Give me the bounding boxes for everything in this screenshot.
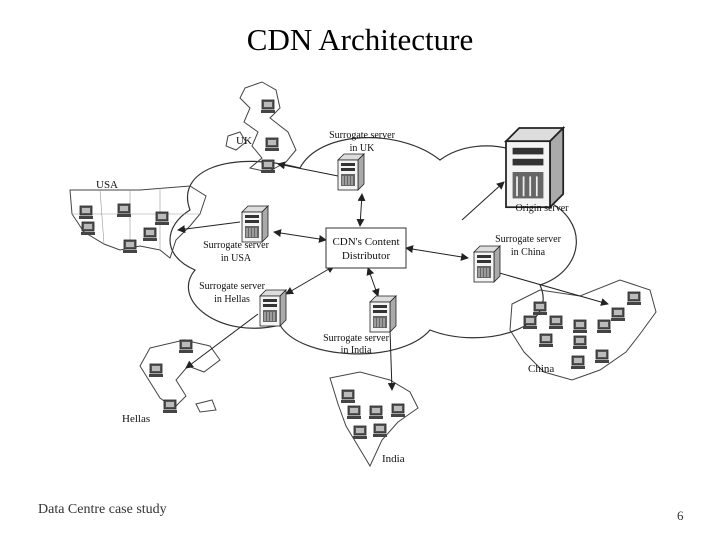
surrogate-china: Surrogate server in China [473,234,562,283]
link-distributor-india [366,267,380,297]
client-pc-icon [116,203,132,218]
distributor-label-line2: Distributor [342,250,391,262]
surrogate-india-label-line1: Surrogate server [323,333,389,344]
server-icon [241,205,269,243]
client-pc-icon [522,315,538,330]
surrogate-india: Surrogate server in India [323,295,397,356]
surrogate-uk-label-line2: in UK [350,143,376,154]
client-pc-icon [538,333,554,348]
link-distributor-hellas [285,265,335,295]
map-india [329,371,419,468]
client-pc-icon [78,205,94,220]
surrogate-hellas-label-line2: in Hellas [214,294,250,305]
surrogate-uk: Surrogate server in UK [329,130,396,191]
server-icon [337,153,365,191]
client-pc-icon [352,425,368,440]
map-hellas [139,339,221,414]
client-pc-icon [572,335,588,350]
surrogate-india-label-line2: in India [341,345,372,356]
region-label-usa: USA [96,179,118,191]
link-distributor-uk [356,193,366,227]
client-pc-icon [178,339,194,354]
client-pc-icon [596,319,612,334]
client-pc-icon [162,399,178,414]
content-distributor: CDN's Content Distributor [325,227,407,269]
map-uk [225,81,297,174]
link-uk-clients [277,161,339,177]
server-icon [369,295,397,333]
link-origin-distributor [461,181,505,221]
surrogate-usa-label-line1: Surrogate server [203,240,269,251]
client-pc-icon [390,403,406,418]
client-pc-icon [122,239,138,254]
link-china-clients [495,271,609,306]
surrogate-usa-label-line2: in USA [221,253,252,264]
server-icon [504,126,565,209]
client-pc-icon [570,355,586,370]
surrogate-hellas-label-line1: Surrogate server [199,281,265,292]
link-india-clients [387,329,396,391]
surrogate-china-label-line1: Surrogate server [495,234,561,245]
client-pc-icon [260,99,276,114]
map-usa [69,185,207,259]
origin-server: Origin server [504,126,569,214]
surrogate-china-label-line2: in China [511,247,546,258]
server-icon [473,245,501,283]
server-icon [259,289,287,327]
client-pc-icon [340,389,356,404]
origin-server-label: Origin server [515,203,569,214]
client-pc-icon [142,227,158,242]
client-pc-icon [372,423,388,438]
link-usa-clients [177,221,241,234]
footer-text: Data Centre case study [38,502,167,517]
surrogate-uk-label-line1: Surrogate server [329,130,395,141]
map-china [509,279,657,381]
region-label-hellas: Hellas [122,413,150,425]
client-pc-icon [610,307,626,322]
surrogate-hellas: Surrogate server in Hellas [199,281,287,327]
link-distributor-china [405,245,469,261]
client-pc-icon [346,405,362,420]
network-cloud [169,137,577,355]
client-pc-icon [532,301,548,316]
client-pc-icon [594,349,610,364]
link-hellas-clients [185,313,259,369]
client-pc-icon [548,315,564,330]
surrogate-usa: Surrogate server in USA [203,205,270,264]
page-number: 6 [677,508,684,523]
client-pc-icon [148,363,164,378]
client-pc-icon [260,159,276,174]
client-pc-icon [626,291,642,306]
slide-title: CDN Architecture [246,22,474,57]
client-pc-icon [154,211,170,226]
client-pc-icon [368,405,384,420]
region-label-china: China [528,363,554,375]
client-pc-icon [572,319,588,334]
distributor-label-line1: CDN's Content [332,236,399,248]
region-label-uk: UK [236,135,252,147]
region-label-india: India [382,453,405,465]
link-distributor-usa [273,229,327,243]
client-pc-icon [264,137,280,152]
client-pc-icon [80,221,96,236]
